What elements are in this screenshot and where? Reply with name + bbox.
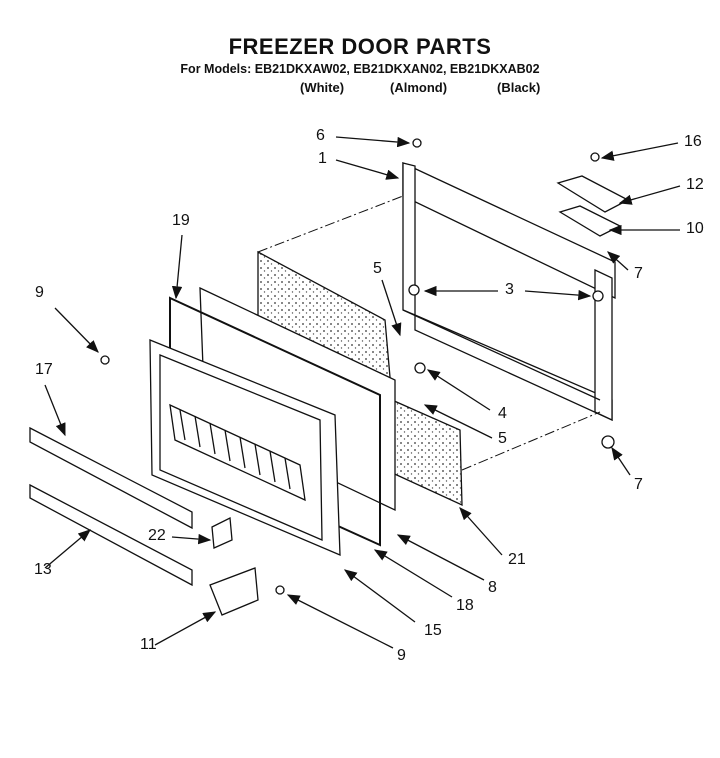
screw-9-bottom [275,585,285,595]
callout-15: 15 [424,622,442,639]
callout-10: 10 [686,220,704,237]
washer-4 [414,362,426,374]
page-title: FREEZER DOOR PARTS [228,34,492,59]
door-trim-lower [29,483,193,587]
callout-1: 1 [318,150,327,167]
callout-7-lower: 7 [634,476,643,493]
callout-22: 22 [148,527,166,544]
end-cap [209,567,259,616]
hinge-bracket-10 [558,205,622,237]
callout-3-left: 3 [505,281,514,298]
models-line: For Models: EB21DKXAW02, EB21DKXAN02, EB… [180,62,540,76]
screw-6 [412,138,422,148]
screw-9-left [100,355,110,365]
callout-12: 12 [686,176,704,193]
callout-7-upper: 7 [634,265,643,282]
callout-5-lower: 5 [498,430,507,447]
handle-cap [211,516,233,549]
finish-white: (White) [300,80,345,95]
door-shelf [169,403,306,502]
washer-7-bottom [601,435,615,449]
callout-9-left: 9 [35,284,44,301]
door-trim-upper [29,426,193,530]
callout-16: 16 [684,133,702,150]
callout-13: 13 [34,561,52,578]
callout-11: 11 [140,636,157,653]
callout-9-bottom: 9 [397,647,406,664]
finish-black: (Black) [497,80,541,95]
callout-17: 17 [35,361,53,378]
callout-5-upper: 5 [373,260,382,277]
liner-frame [402,161,616,422]
finish-almond: (Almond) [390,80,448,95]
hinge-3-right [592,290,604,302]
screw-16 [590,152,600,162]
hinge-3-left [408,284,420,296]
callout-6-top: 6 [316,127,325,144]
hinge-bracket-12 [556,175,630,213]
callout-8: 8 [488,579,497,596]
callout-4: 4 [498,405,507,422]
callout-18: 18 [456,597,474,614]
callout-19: 19 [172,212,190,229]
callout-21: 21 [508,551,526,568]
